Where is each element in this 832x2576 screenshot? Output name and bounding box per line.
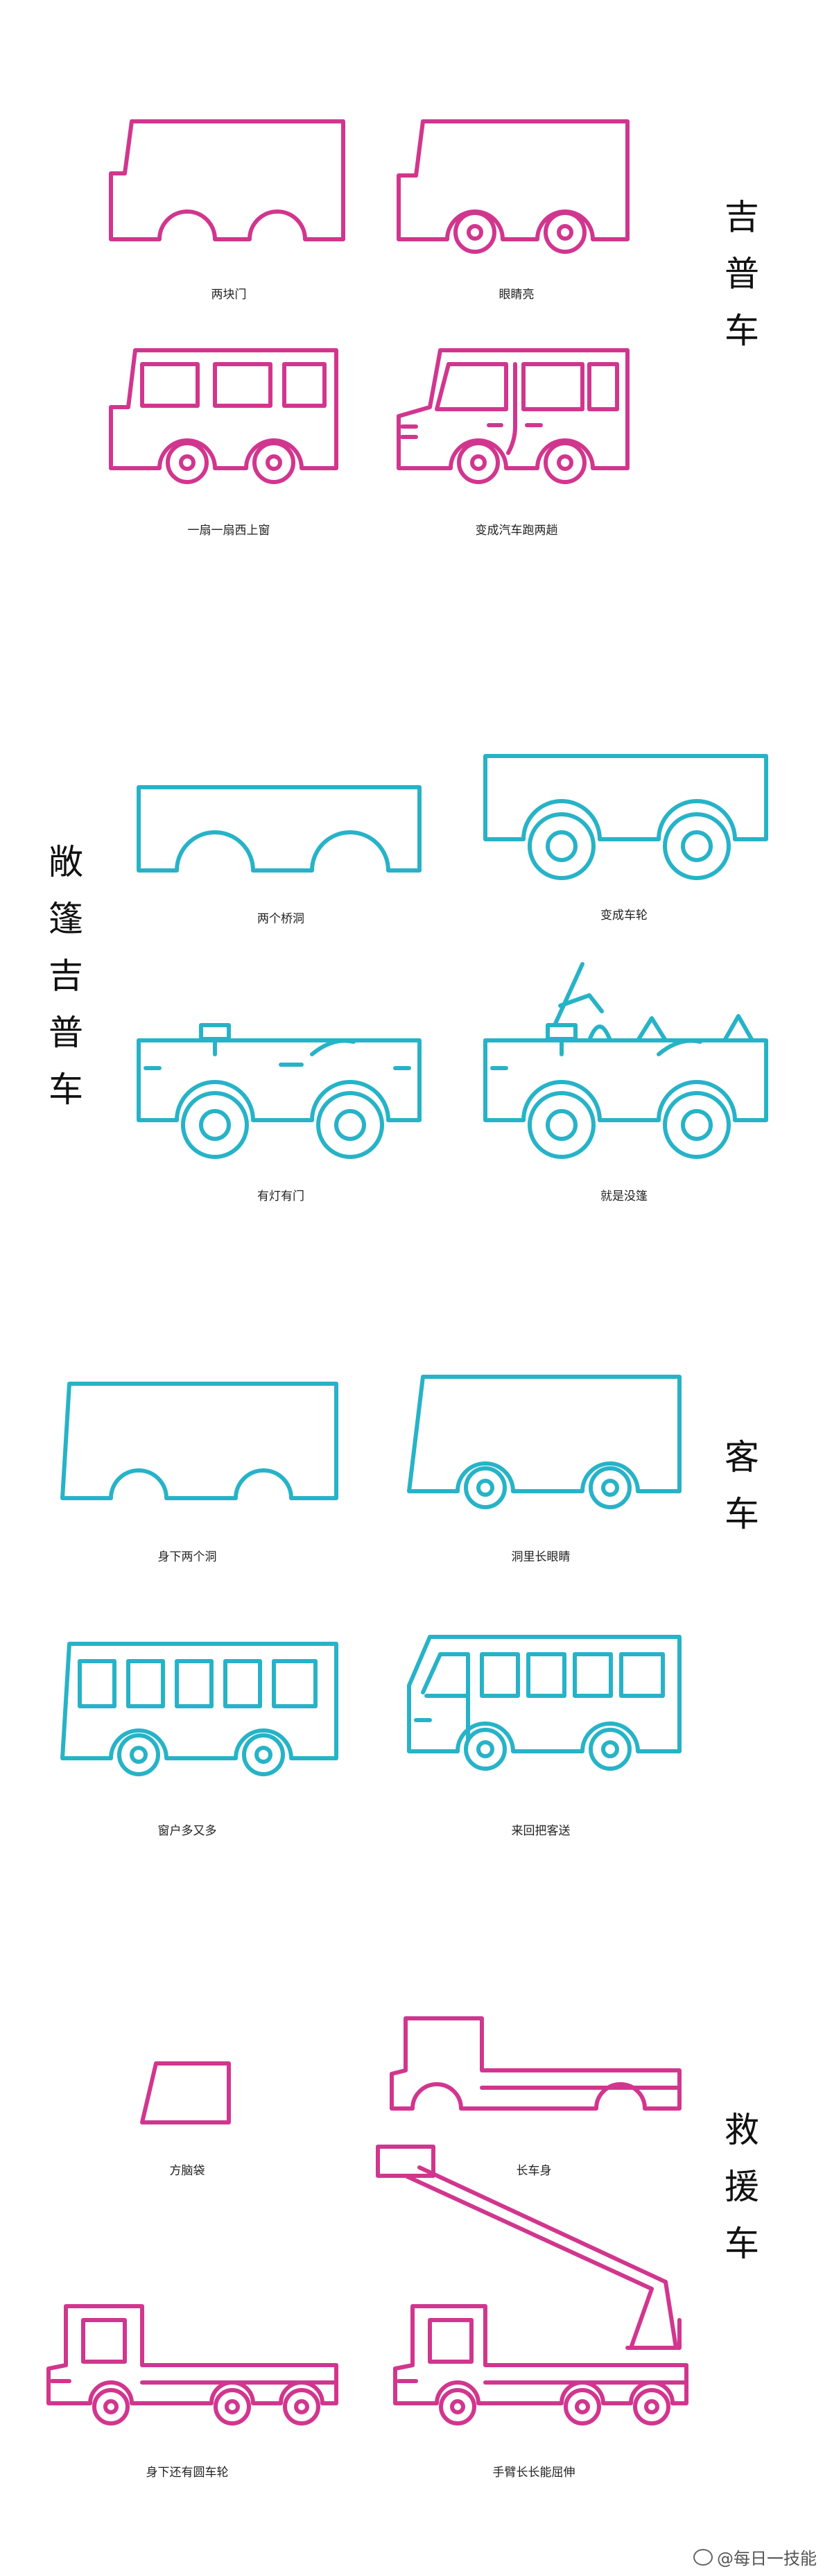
bus-step1-caption: 身下两个洞 <box>157 1550 217 1564</box>
title-char: 车 <box>725 2224 759 2264</box>
rescue-step2-drawing <box>390 2016 682 2111</box>
rescue-step3-drawing <box>46 2304 338 2425</box>
convertible-step3-drawing <box>137 1023 422 1159</box>
bus-title: 客 车 <box>718 1429 766 1543</box>
rescue-step4-drawing <box>376 2145 688 2425</box>
watermark-text: @每日一技能 <box>717 2549 817 2568</box>
title-char: 援 <box>725 2167 759 2207</box>
title-char: 普 <box>725 254 759 294</box>
title-char: 敞 <box>49 842 83 882</box>
rescue-step1-caption: 方脑袋 <box>169 2164 205 2178</box>
title-char: 车 <box>725 311 759 351</box>
convertible-step2-caption: 变成车轮 <box>600 909 648 922</box>
jeep-step3-caption: 一扇一扇西上窗 <box>187 524 270 538</box>
jeep-step2-drawing <box>397 119 630 254</box>
bus-step4-caption: 来回把客送 <box>511 1824 571 1838</box>
convertible-step1-drawing <box>137 785 422 873</box>
title-char: 吉 <box>49 956 83 996</box>
bus-section: 客 车 身下两个洞 洞里长眼睛 窗户多又多 来回把客送 <box>0 1304 832 1900</box>
bus-step3-drawing <box>60 1642 338 1776</box>
title-char: 篷 <box>49 899 83 939</box>
jeep-step4-caption: 变成汽车跑两趟 <box>475 524 558 538</box>
bus-step2-caption: 洞里长眼睛 <box>511 1550 571 1564</box>
convertible-section: 敞 篷 吉 普 车 两个桥洞 变成车轮 有灯有门 <box>0 610 832 1304</box>
jeep-step3-drawing <box>109 348 338 484</box>
bus-step4-drawing <box>407 1635 682 1771</box>
rescue-step3-caption: 身下还有圆车轮 <box>146 2466 229 2480</box>
title-char: 车 <box>49 1070 83 1110</box>
jeep-title: 吉 普 车 <box>718 189 766 359</box>
watermark: @每日一技能 <box>693 2545 817 2569</box>
rescue-title: 救 援 车 <box>718 2102 766 2272</box>
rescue-step4-caption: 手臂长长能屈伸 <box>492 2466 575 2480</box>
title-char: 普 <box>49 1013 83 1053</box>
rescue-step2-caption: 长车身 <box>516 2164 552 2178</box>
title-char: 客 <box>725 1437 759 1477</box>
convertible-step4-drawing <box>483 962 768 1159</box>
convertible-step4-caption: 就是没篷 <box>600 1190 648 1203</box>
title-char: 救 <box>725 2110 759 2150</box>
rescue-step1-drawing <box>140 2061 231 2124</box>
jeep-step2-caption: 眼睛亮 <box>499 288 535 302</box>
convertible-step1-caption: 两个桥洞 <box>257 912 304 926</box>
bus-step3-caption: 窗户多又多 <box>157 1824 217 1838</box>
convertible-step3-caption: 有灯有门 <box>257 1190 304 1203</box>
bus-step1-drawing <box>60 1382 338 1500</box>
convertible-title: 敞 篷 吉 普 车 <box>42 834 90 1118</box>
weibo-icon <box>693 2548 713 2566</box>
convertible-step2-drawing <box>483 754 768 880</box>
title-char: 车 <box>725 1494 759 1534</box>
jeep-section: 吉 普 车 两块门 眼睛亮 一扇一扇西上窗 变成汽车跑两趟 <box>0 0 832 610</box>
jeep-step4-drawing <box>397 348 630 484</box>
title-char: 吉 <box>725 197 759 237</box>
jeep-step1-caption: 两块门 <box>211 288 247 302</box>
rescue-section: 救 援 车 方脑袋 长车身 身下还有圆车轮 手臂长长能屈伸 <box>0 1900 832 2576</box>
jeep-step1-drawing <box>109 119 345 241</box>
bus-step2-drawing <box>407 1375 682 1509</box>
